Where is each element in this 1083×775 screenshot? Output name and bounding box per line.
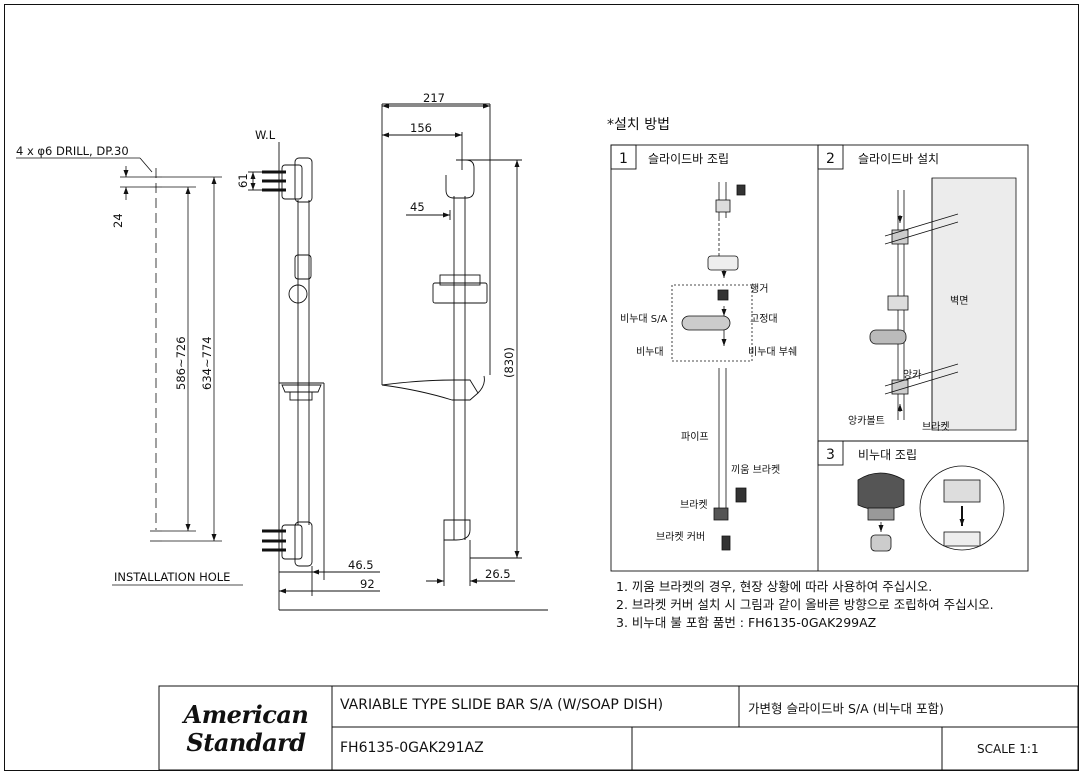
step2-wall-mount-illustration [869,177,1017,431]
dim-45-label: 45 [410,200,425,214]
sheet-border [4,4,1079,771]
brand-line-2: Standard [186,728,306,757]
install-notes: 1. 끼움 브라켓의 경우, 현장 상황에 따라 사용하여 주십시오. 2. 브… [616,578,994,632]
step3-soapdish-illustration [857,465,1005,552]
dim-46-5-label: 46.5 [348,558,374,572]
dim-586-726-label: 586~726 [174,336,188,390]
dim-92-label: 92 [360,577,375,591]
label-pipe: 파이프 [681,431,709,443]
drill-note: 4 x φ6 DRILL, DP.30 [16,144,129,158]
title-english: VARIABLE TYPE SLIDE BAR S/A (W/SOAP DISH… [340,697,664,713]
label-anchor-bolt: 앙카볼트 [848,415,885,427]
step1-assembly-illustration [671,182,753,551]
label-wall: 벽면 [950,295,968,307]
dim-634-774-label: 634~774 [200,336,214,390]
front-view-slide-bar [248,142,548,611]
installation-hole-view [16,157,243,586]
label-soapdish-sa: 비누대 S/A [620,313,667,325]
label-soapdish: 비누대 [636,346,664,358]
label-bracket-cover: 브라켓 커버 [656,531,705,543]
label-insert-bracket: 끼움 브라켓 [731,464,780,476]
label-bracket: 브라켓 [680,499,708,511]
wl-label: W.L [255,128,276,142]
install-title: *설치 방법 [607,117,670,133]
scale-label: SCALE 1:1 [977,742,1039,756]
label-soapdish-part: 비누대 부쉐 [748,346,797,358]
note-2: 2. 브라켓 커버 설치 시 그림과 같이 올바른 방향으로 조립하여 주십시오… [616,597,994,612]
brand-line-1: American [183,700,309,729]
label-fixing: 고정대 [750,313,778,325]
dim-217-label: 217 [423,91,445,105]
dim-61-label: 61 [236,173,250,188]
model-number: FH6135-0GAK291AZ [340,740,484,756]
installation-hole-label: INSTALLATION HOLE [114,570,230,584]
label-bracket-2: 브라켓 [922,421,950,433]
step3-number: 3 [826,447,835,463]
label-hanger: 행거 [750,283,768,295]
title-korean: 가변형 슬라이드바 S/A (비누대 포함) [748,701,944,716]
step1-number: 1 [619,151,628,167]
dim-830-label: (830) [502,347,516,378]
dim-24-label: 24 [111,213,125,228]
dim-26-5-label: 26.5 [485,567,511,581]
dim-156-label: 156 [410,121,432,135]
step2-title: 슬라이드바 설치 [858,152,939,166]
note-3: 3. 비누대 불 포함 품번 : FH6135-0GAK299AZ [616,615,877,630]
side-view-slide-bar [381,103,522,586]
step1-title: 슬라이드바 조립 [648,152,729,166]
step3-title: 비누대 조립 [858,448,917,462]
american-standard-logo: American Standard [160,686,332,770]
label-anchor: 앙카 [903,369,921,381]
note-1: 1. 끼움 브라켓의 경우, 현장 상황에 따라 사용하여 주십시오. [616,579,933,594]
install-guide-frame [610,144,1029,572]
step2-number: 2 [826,151,835,167]
title-block-frame [158,685,1079,771]
